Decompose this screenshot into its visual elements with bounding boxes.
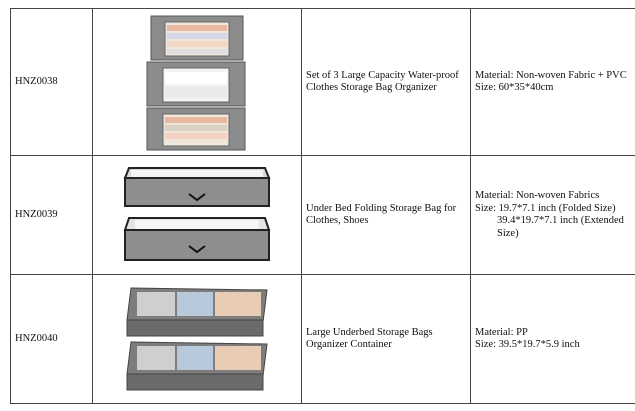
- spec-size-extended: 39.4*19.7*7.1 inch (Extended Size): [497, 215, 624, 239]
- product-table: HNZ0038 Se: [10, 8, 635, 404]
- product-image-cell: [92, 155, 302, 275]
- product-code: HNZ0040: [10, 274, 93, 404]
- product-image-cell: [92, 274, 302, 404]
- product-image-cell: [92, 8, 302, 156]
- spec-size: Size: 60*35*40cm: [475, 82, 554, 93]
- product-code: HNZ0038: [10, 8, 93, 156]
- product-description: Set of 3 Large Capacity Water-proof Clot…: [301, 8, 471, 156]
- table-row: HNZ0040 Large Underbed Storage Bags Orga…: [10, 274, 635, 404]
- underbed-container-bags-icon: [126, 287, 268, 391]
- product-specs: Material: PP Size: 39.5*19.7*5.9 inch: [470, 274, 635, 404]
- underbed-folding-bags-icon: [123, 167, 271, 261]
- product-specs: Material: Non-woven Fabric + PVC Size: 6…: [470, 8, 635, 156]
- spec-size: Size: 19.7*7.1 inch (Folded Size): [475, 202, 616, 214]
- spec-size: Size: 39.5*19.7*5.9 inch: [475, 339, 580, 350]
- spec-material: Material: Non-woven Fabric + PVC: [475, 69, 627, 81]
- table-row: HNZ0039 Under Bed Folding Storage Bag fo…: [10, 155, 635, 275]
- spec-material: Material: PP: [475, 326, 528, 338]
- product-description: Under Bed Folding Storage Bag for Clothe…: [301, 155, 471, 275]
- product-code: HNZ0039: [10, 155, 93, 275]
- stacked-storage-bags-icon: [146, 15, 246, 151]
- spec-material: Material: Non-woven Fabrics: [475, 190, 600, 201]
- product-description: Large Underbed Storage Bags Organizer Co…: [301, 274, 471, 404]
- product-specs: Material: Non-woven Fabrics Size: 19.7*7…: [470, 155, 635, 275]
- table-row: HNZ0038 Se: [10, 8, 635, 156]
